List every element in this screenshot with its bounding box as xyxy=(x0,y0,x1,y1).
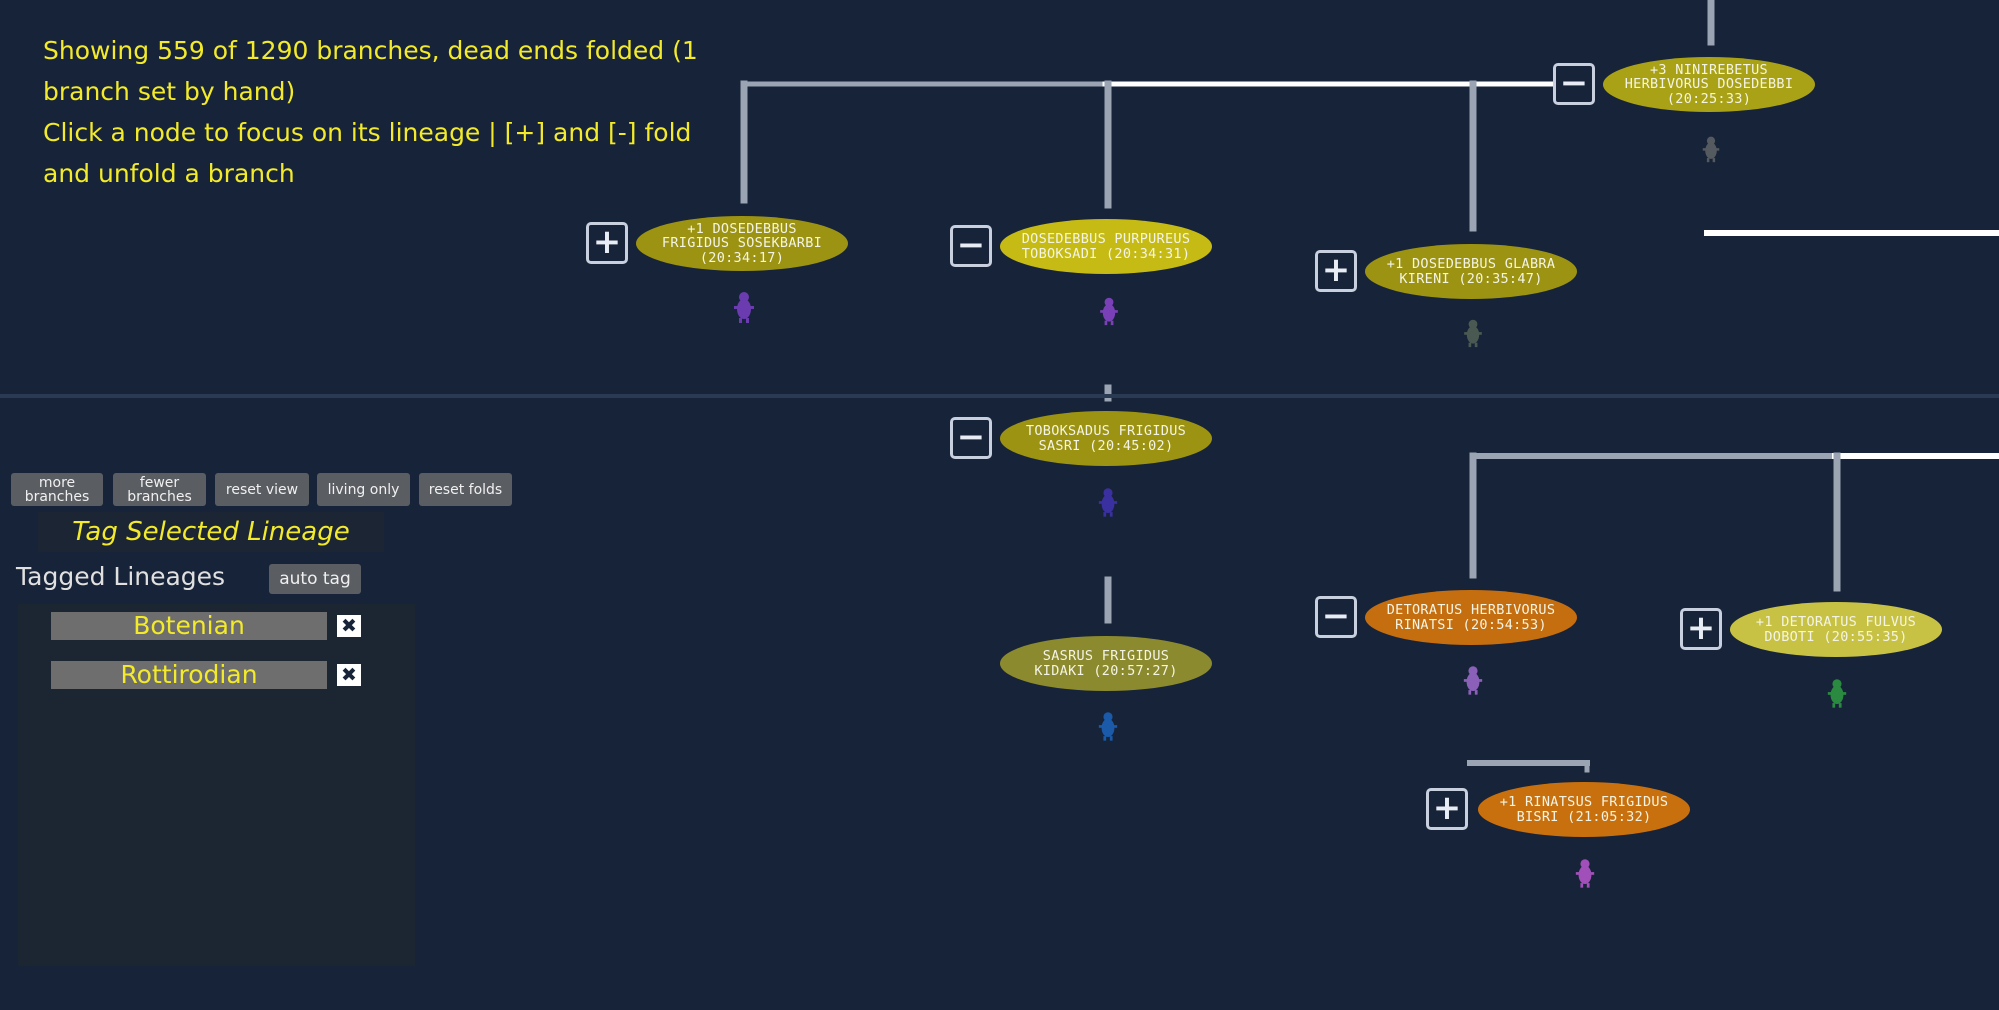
more-branches-button[interactable]: more branches xyxy=(11,473,103,506)
creature-sprite[interactable] xyxy=(1462,664,1484,696)
tagged-lineages-panel: Botenian ✖ Rottirodian ✖ xyxy=(18,604,415,966)
fewer-branches-button[interactable]: fewer branches xyxy=(113,473,206,506)
expand-detoratus-fulvus-button[interactable]: + xyxy=(1680,608,1722,650)
node-toboksadus[interactable]: TOBOKSADUS FRIGIDUS SASRI (20:45:02) xyxy=(1000,411,1212,466)
node-detoratus-herbivorus[interactable]: DETORATUS HERBIVORUS RINATSI (20:54:53) xyxy=(1365,590,1577,645)
node-sasrus[interactable]: SASRUS FRIGIDUS KIDAKI (20:57:27) xyxy=(1000,636,1212,691)
node-dosedebbus-glabra[interactable]: +1 DOSEDEBBUS GLABRA KIRENI (20:35:47) xyxy=(1365,244,1577,299)
living-only-button[interactable]: living only xyxy=(317,473,410,506)
expand-rinatsus-button[interactable]: + xyxy=(1426,788,1468,830)
creature-sprite[interactable] xyxy=(1700,135,1722,163)
collapse-ninirebetus-button[interactable]: − xyxy=(1553,63,1595,105)
creature-sprite[interactable] xyxy=(732,290,756,324)
reset-view-button[interactable]: reset view xyxy=(215,473,309,506)
info-text: Showing 559 of 1290 branches, dead ends … xyxy=(43,30,733,194)
expand-dosedebbus-glabra-button[interactable]: + xyxy=(1315,250,1357,292)
remove-tag-icon[interactable]: ✖ xyxy=(337,615,361,637)
branch-lines xyxy=(740,0,1999,773)
tagged-lineage-name[interactable]: Rottirodian xyxy=(51,661,327,689)
creature-sprite[interactable] xyxy=(1097,486,1119,518)
expand-dosedebbus-frigidus-button[interactable]: + xyxy=(586,222,628,264)
creature-sprite[interactable] xyxy=(1826,677,1848,709)
tagged-lineages-heading: Tagged Lineages xyxy=(16,562,226,591)
tag-selected-lineage-button[interactable]: Tag Selected Lineage xyxy=(38,512,384,552)
collapse-toboksadus-button[interactable]: − xyxy=(950,417,992,459)
creature-sprite[interactable] xyxy=(1097,710,1119,742)
node-dosedebbus-purpureus[interactable]: DOSEDEBBUS PURPUREUS TOBOKSADI (20:34:31… xyxy=(1000,219,1212,274)
node-dosedebbus-frigidus[interactable]: +1 DOSEDEBBUS FRIGIDUS SOSEKBARBI (20:34… xyxy=(636,216,848,271)
creature-sprite[interactable] xyxy=(1462,318,1484,348)
reset-folds-button[interactable]: reset folds xyxy=(419,473,512,506)
node-ninirebetus[interactable]: +3 NINIREBETUS HERBIVORUS DOSEDEBBI (20:… xyxy=(1603,57,1815,112)
collapse-dosedebbus-purpureus-button[interactable]: − xyxy=(950,225,992,267)
tagged-lineage-name[interactable]: Botenian xyxy=(51,612,327,640)
auto-tag-button[interactable]: auto tag xyxy=(269,564,361,594)
panel-divider xyxy=(0,394,1999,398)
creature-sprite[interactable] xyxy=(1574,857,1596,889)
collapse-detoratus-herbivorus-button[interactable]: − xyxy=(1315,596,1357,638)
node-detoratus-fulvus[interactable]: +1 DETORATUS FULVUS DOBOTI (20:55:35) xyxy=(1730,602,1942,657)
node-rinatsus[interactable]: +1 RINATSUS FRIGIDUS BISRI (21:05:32) xyxy=(1478,782,1690,837)
instructions-text: Click a node to focus on its lineage | [… xyxy=(43,118,692,188)
branch-count-text: Showing 559 of 1290 branches, dead ends … xyxy=(43,36,698,106)
remove-tag-icon[interactable]: ✖ xyxy=(337,664,361,686)
creature-sprite[interactable] xyxy=(1098,296,1120,326)
